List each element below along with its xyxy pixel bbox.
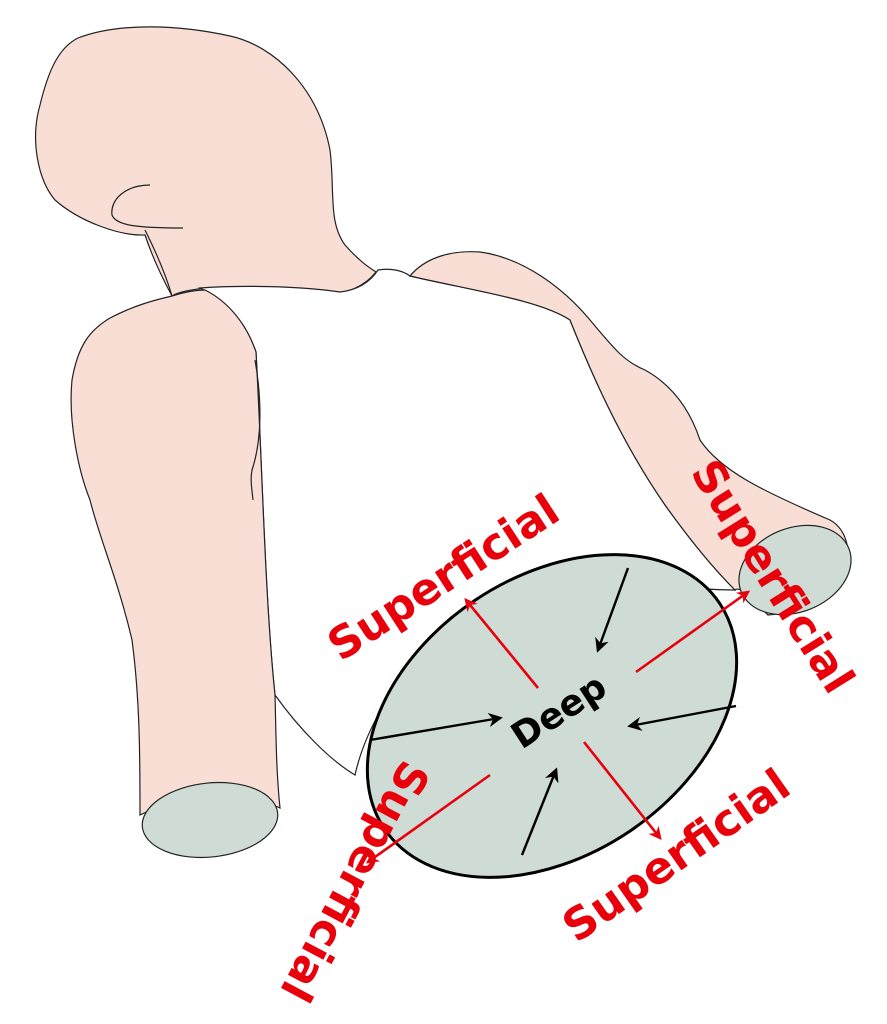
left-arm-cross-section (141, 781, 279, 859)
label-superficial-left-arm: Superficial (270, 752, 439, 1010)
superficial-arrow-upper-left (464, 597, 540, 689)
left-arm (70, 289, 281, 816)
deep-arrow-left (369, 712, 503, 742)
left-arm-crease (250, 359, 261, 501)
deep-arrow-right (627, 704, 737, 731)
superficial-arrow-lower-right (582, 741, 662, 841)
superficial-arrow-right (635, 590, 751, 674)
head (35, 26, 377, 297)
jaw-line (144, 229, 173, 297)
ear (111, 184, 184, 229)
superficial-arrow-lower-left (365, 773, 491, 864)
deep-arrow-top (595, 567, 630, 653)
deep-arrow-bottom (520, 767, 559, 856)
